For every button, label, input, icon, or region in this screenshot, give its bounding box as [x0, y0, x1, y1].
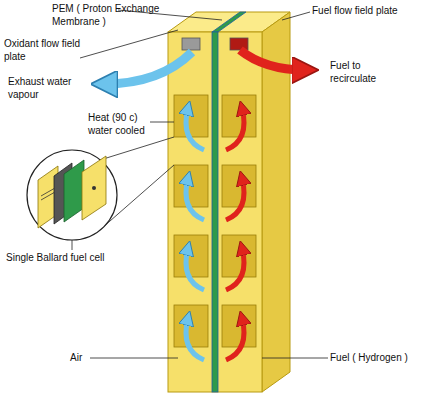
callout-label: Fuel ( Hydrogen ) [330, 352, 435, 365]
exhaust-arrow [104, 52, 192, 84]
leader-line [80, 30, 178, 58]
recirculate-arrow [240, 50, 305, 70]
membrane-layer [64, 160, 84, 222]
fuel-outlet [230, 38, 248, 50]
zoom-line [100, 137, 174, 160]
fuel-flow-arrow [226, 248, 244, 290]
callout-label: Heat (90 c) water cooled [88, 112, 152, 137]
air-flow-arrow [186, 318, 204, 360]
flow-arrows [186, 108, 244, 360]
air-flow-arrow [186, 178, 204, 220]
fuel-flow-arrow [226, 318, 244, 360]
fuel-channel [222, 95, 256, 137]
oxidant-channel [174, 235, 208, 277]
oxidant-outlet [182, 38, 200, 50]
air-flow-arrow [186, 108, 204, 150]
callout-label: Oxidant flow field plate [4, 38, 84, 63]
fuel-flow-arrow [226, 108, 244, 150]
membrane [212, 32, 218, 392]
callout-label: PEM ( Proton Exchange Membrane ) [52, 3, 177, 28]
fuel-channel [222, 305, 256, 347]
inset-circle [27, 150, 117, 240]
oxidant-channel [174, 165, 208, 207]
plate-channel [41, 188, 55, 196]
leader-line [150, 122, 174, 123]
membrane-top [212, 12, 246, 32]
leader-line [282, 12, 310, 20]
oxidant-channel [174, 95, 208, 137]
plate-channel [41, 192, 55, 200]
leader-line [262, 358, 328, 359]
leader-line [72, 240, 73, 250]
fuel-channel [222, 165, 256, 207]
callout-label: Exhaust water vapour [8, 76, 86, 101]
callout-label: Single Ballard fuel cell [6, 252, 146, 265]
stack-front-face [168, 32, 262, 392]
leader-line [90, 358, 178, 359]
flow-channels [174, 95, 256, 347]
fuel-flow-arrow [226, 178, 244, 220]
callout-label: Fuel flow field plate [312, 5, 437, 18]
fuel-channel [222, 235, 256, 277]
air-flow-arrow [186, 248, 204, 290]
callout-label: Fuel to recirculate [330, 60, 400, 85]
callout-label: Air [70, 352, 110, 365]
flow-plate [82, 156, 106, 220]
plate-port [92, 186, 96, 190]
oxidant-channel [174, 305, 208, 347]
